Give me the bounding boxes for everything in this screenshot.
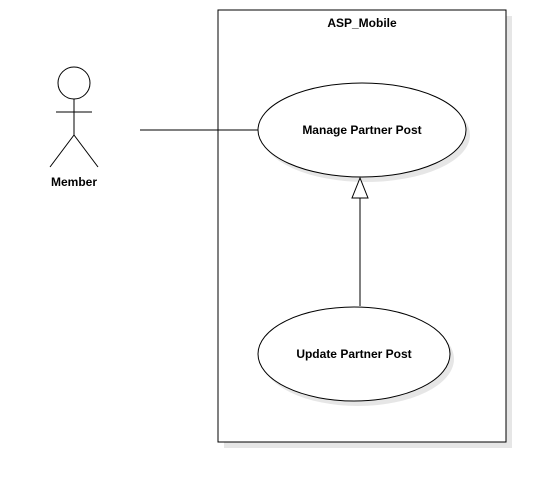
use-case-label: Manage Partner Post: [302, 123, 421, 137]
use-case-manage-partner-post[interactable]: Manage Partner Post: [257, 82, 470, 182]
generalization-arrow[interactable]: [351, 176, 369, 306]
actor-member[interactable]: Member: [49, 66, 99, 189]
actor-left-leg: [49, 134, 75, 168]
use-case-ellipse: [257, 306, 451, 402]
actor-right-leg: [73, 134, 99, 168]
use-case-label: Update Partner Post: [296, 347, 411, 361]
use-case-update-partner-post[interactable]: Update Partner Post: [257, 306, 454, 406]
generalization-arrowhead-icon: [351, 176, 369, 199]
system-title: ASP_Mobile: [327, 16, 397, 30]
actor-label: Member: [51, 175, 97, 189]
use-case-ellipse: [257, 82, 467, 178]
actor-head: [57, 66, 91, 100]
